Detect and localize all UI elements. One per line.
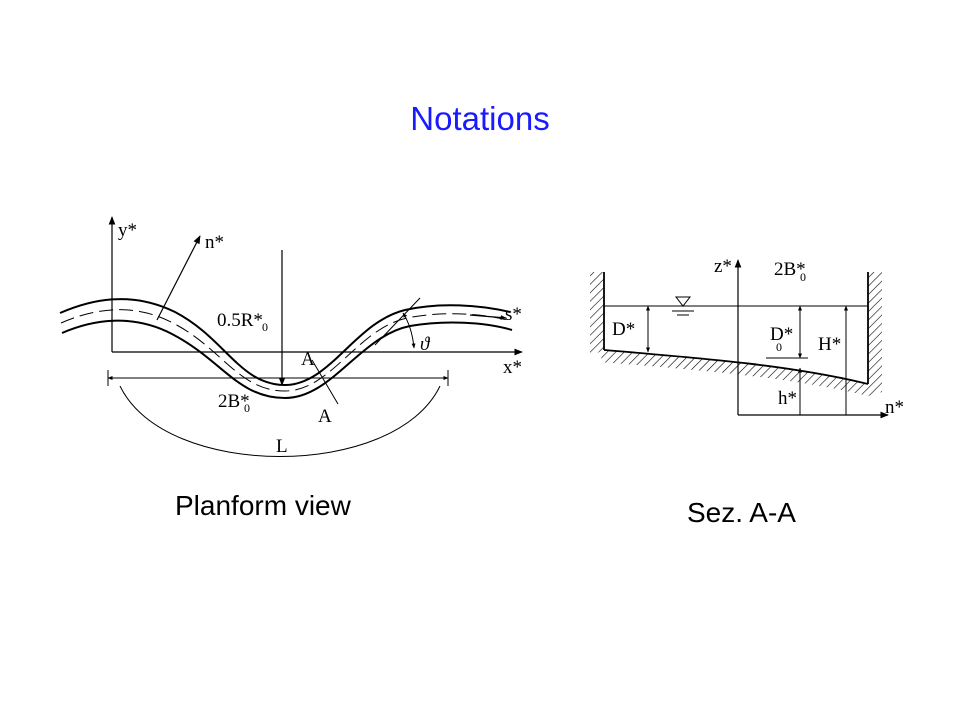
section-label-bottom: A [318, 406, 332, 427]
streamwise-vector [469, 314, 507, 320]
streamwise-label: s* [505, 304, 522, 325]
section-width-label: 2B* [774, 259, 806, 280]
cross-section: z* n* 2B* 0 D* D* 0 H* h* [590, 256, 904, 419]
y-axis-label: y* [118, 220, 137, 241]
width-subscript: 0 [244, 401, 250, 415]
mean-depth-label: D* [770, 324, 793, 345]
normal-label: n* [205, 232, 224, 253]
tangent-line [374, 297, 421, 346]
n-axis-label: n* [885, 397, 904, 418]
right-wall-hatch [868, 272, 882, 396]
x-axis-label: x* [503, 357, 522, 378]
wavelength-arc [119, 385, 441, 457]
left-wall-hatch [590, 272, 604, 356]
bed-hatch [600, 350, 868, 396]
local-depth-label: D* [612, 319, 635, 340]
water-level-symbol [674, 296, 692, 307]
radius-label: 0.5R* [217, 310, 263, 331]
angle-arc [402, 312, 416, 349]
wavelength-label: L [276, 436, 288, 457]
channel-outer-bank [59, 298, 511, 387]
planform-view: y* x* n* s* 0.5R* 0 A A ϑ 2B* 0 L [59, 216, 523, 457]
planform-caption: Planform view [175, 490, 351, 521]
section-caption: Sez. A-A [687, 497, 796, 528]
width-label: 2B* [218, 391, 250, 412]
channel-inner-bank [61, 319, 513, 400]
normal-vector [156, 235, 201, 321]
radius-subscript: 0 [262, 320, 268, 334]
bed-profile [603, 349, 869, 385]
section-label-top: A [301, 349, 315, 370]
channel-centerline [60, 309, 512, 392]
bed-elevation-label: h* [778, 388, 797, 409]
angle-label: ϑ [420, 334, 431, 355]
section-cut-line [311, 359, 339, 405]
section-width-subscript: 0 [800, 270, 806, 284]
surface-elevation-label: H* [818, 334, 841, 355]
mean-depth-subscript: 0 [776, 340, 782, 354]
z-axis-label: z* [714, 256, 732, 277]
slide-title: Notations [410, 100, 550, 137]
